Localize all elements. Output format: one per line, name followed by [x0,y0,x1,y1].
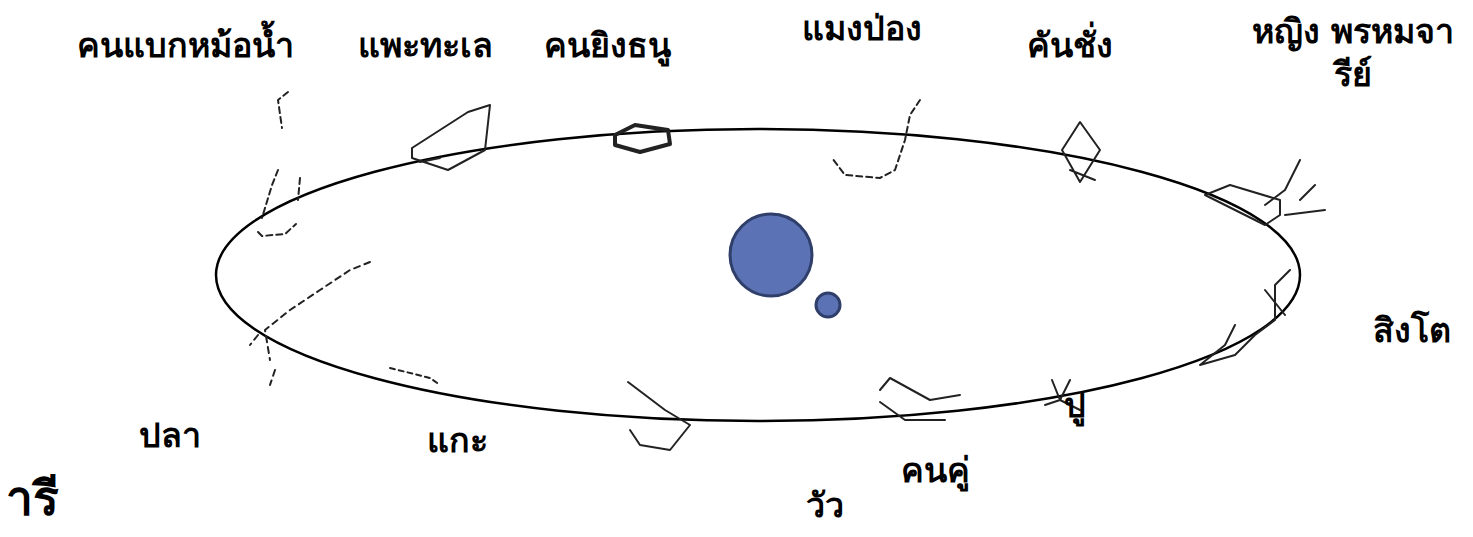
constellation-label: แมงป่อง [802,7,922,50]
constellation-sketches [250,92,1325,450]
constellation-label: สิงโต [1373,309,1451,352]
earth [816,293,840,317]
ecliptic-orbit [216,129,1300,421]
constellation-label: ปู [1064,384,1086,427]
constellation-label: คนคู่ [901,449,970,492]
constellation-label: แกะ [427,419,488,462]
constellation-label: คนยิงธนู [544,24,671,67]
constellation-label: ปลา [139,414,201,457]
constellation-label: หญิง พรหมจารีย์ [1238,10,1468,95]
sun [730,214,812,296]
constellation-label: ารี [6,468,59,528]
constellation-label: วัว [806,484,844,527]
constellation-label: คนแบกหม้อน้ำ [77,24,294,67]
constellation-label: คันชั่ง [1027,24,1113,67]
constellation-label: แพะทะเล [358,24,493,67]
